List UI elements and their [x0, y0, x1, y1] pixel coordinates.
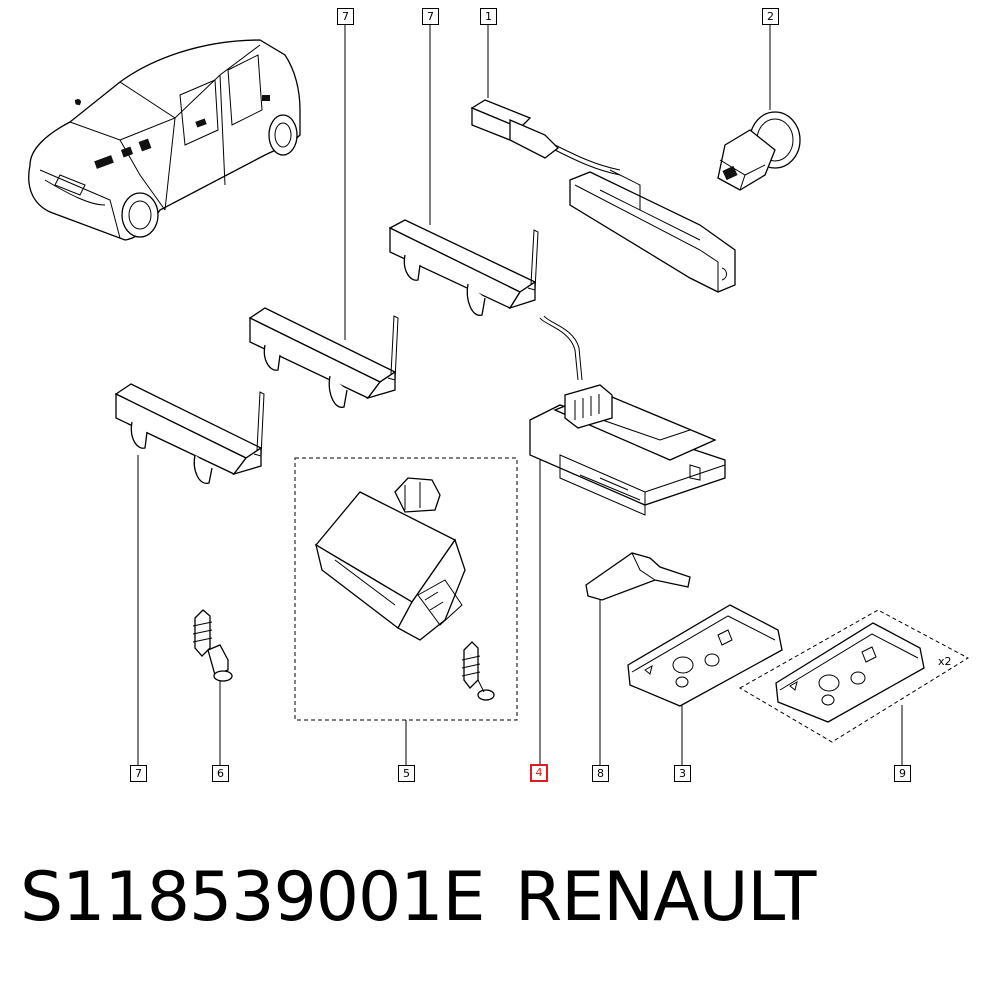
callout-7-top-left[interactable]: 7 — [337, 8, 354, 25]
callout-4[interactable]: 4 — [530, 764, 548, 782]
callout-2[interactable]: 2 — [762, 8, 779, 25]
callout-1[interactable]: 1 — [480, 8, 497, 25]
callout-3[interactable]: 3 — [674, 765, 691, 782]
brand-caption: RENAULT — [515, 858, 816, 937]
antenna-7-top-left — [248, 307, 399, 408]
callout-7-bottom[interactable]: 7 — [130, 765, 147, 782]
leader-lines — [137, 25, 903, 765]
part-6-screw — [192, 609, 233, 682]
part-2-start-button — [717, 111, 801, 191]
part-1-sensor-harness — [470, 99, 736, 293]
callout-5[interactable]: 5 — [398, 765, 415, 782]
antenna-7-bottom — [114, 383, 265, 484]
callout-9[interactable]: 9 — [894, 765, 911, 782]
callout-6[interactable]: 6 — [212, 765, 229, 782]
car-illustration — [28, 39, 301, 241]
part-code-caption: S118539001E — [20, 858, 486, 937]
part-3-key-card — [627, 604, 783, 707]
part-8-key-blade — [585, 552, 691, 601]
callout-7-top-right[interactable]: 7 — [422, 8, 439, 25]
antenna-7-top-right — [388, 219, 539, 316]
part-5-reader-kit — [294, 457, 518, 721]
part-4-control-module — [529, 315, 726, 516]
quantity-note: x2 — [938, 655, 952, 668]
callout-8[interactable]: 8 — [592, 765, 609, 782]
part-9-card-cover — [738, 609, 970, 743]
